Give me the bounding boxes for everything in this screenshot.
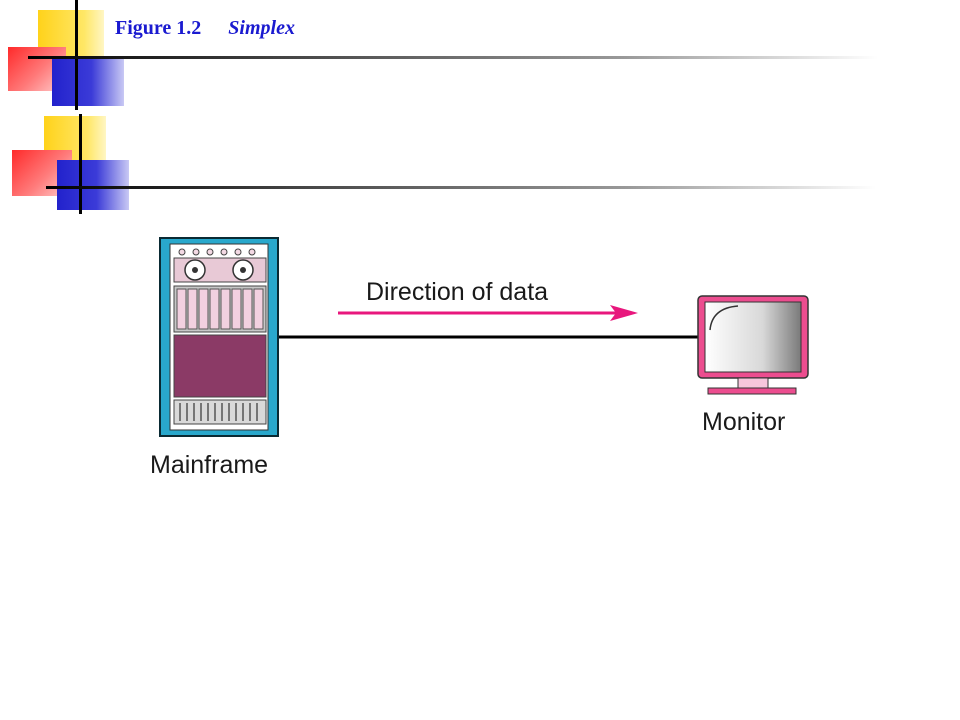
monitor-icon bbox=[697, 295, 809, 395]
vertical-rule bbox=[79, 114, 82, 214]
mainframe-icon bbox=[159, 237, 279, 437]
blue-square bbox=[52, 58, 124, 106]
monitor-label: Monitor bbox=[702, 408, 785, 436]
mainframe-label: Mainframe bbox=[150, 451, 268, 479]
blue-square bbox=[57, 160, 129, 210]
figure-number: Figure 1.2 bbox=[115, 17, 202, 39]
title-underline bbox=[28, 56, 878, 59]
vertical-rule bbox=[75, 0, 78, 110]
section-rule bbox=[46, 186, 876, 189]
figure-name: Simplex bbox=[228, 17, 295, 39]
arrow-label: Direction of data bbox=[366, 278, 548, 306]
direction-arrow bbox=[338, 305, 638, 321]
slide-title: Figure 1.2 Simplex bbox=[115, 17, 295, 40]
